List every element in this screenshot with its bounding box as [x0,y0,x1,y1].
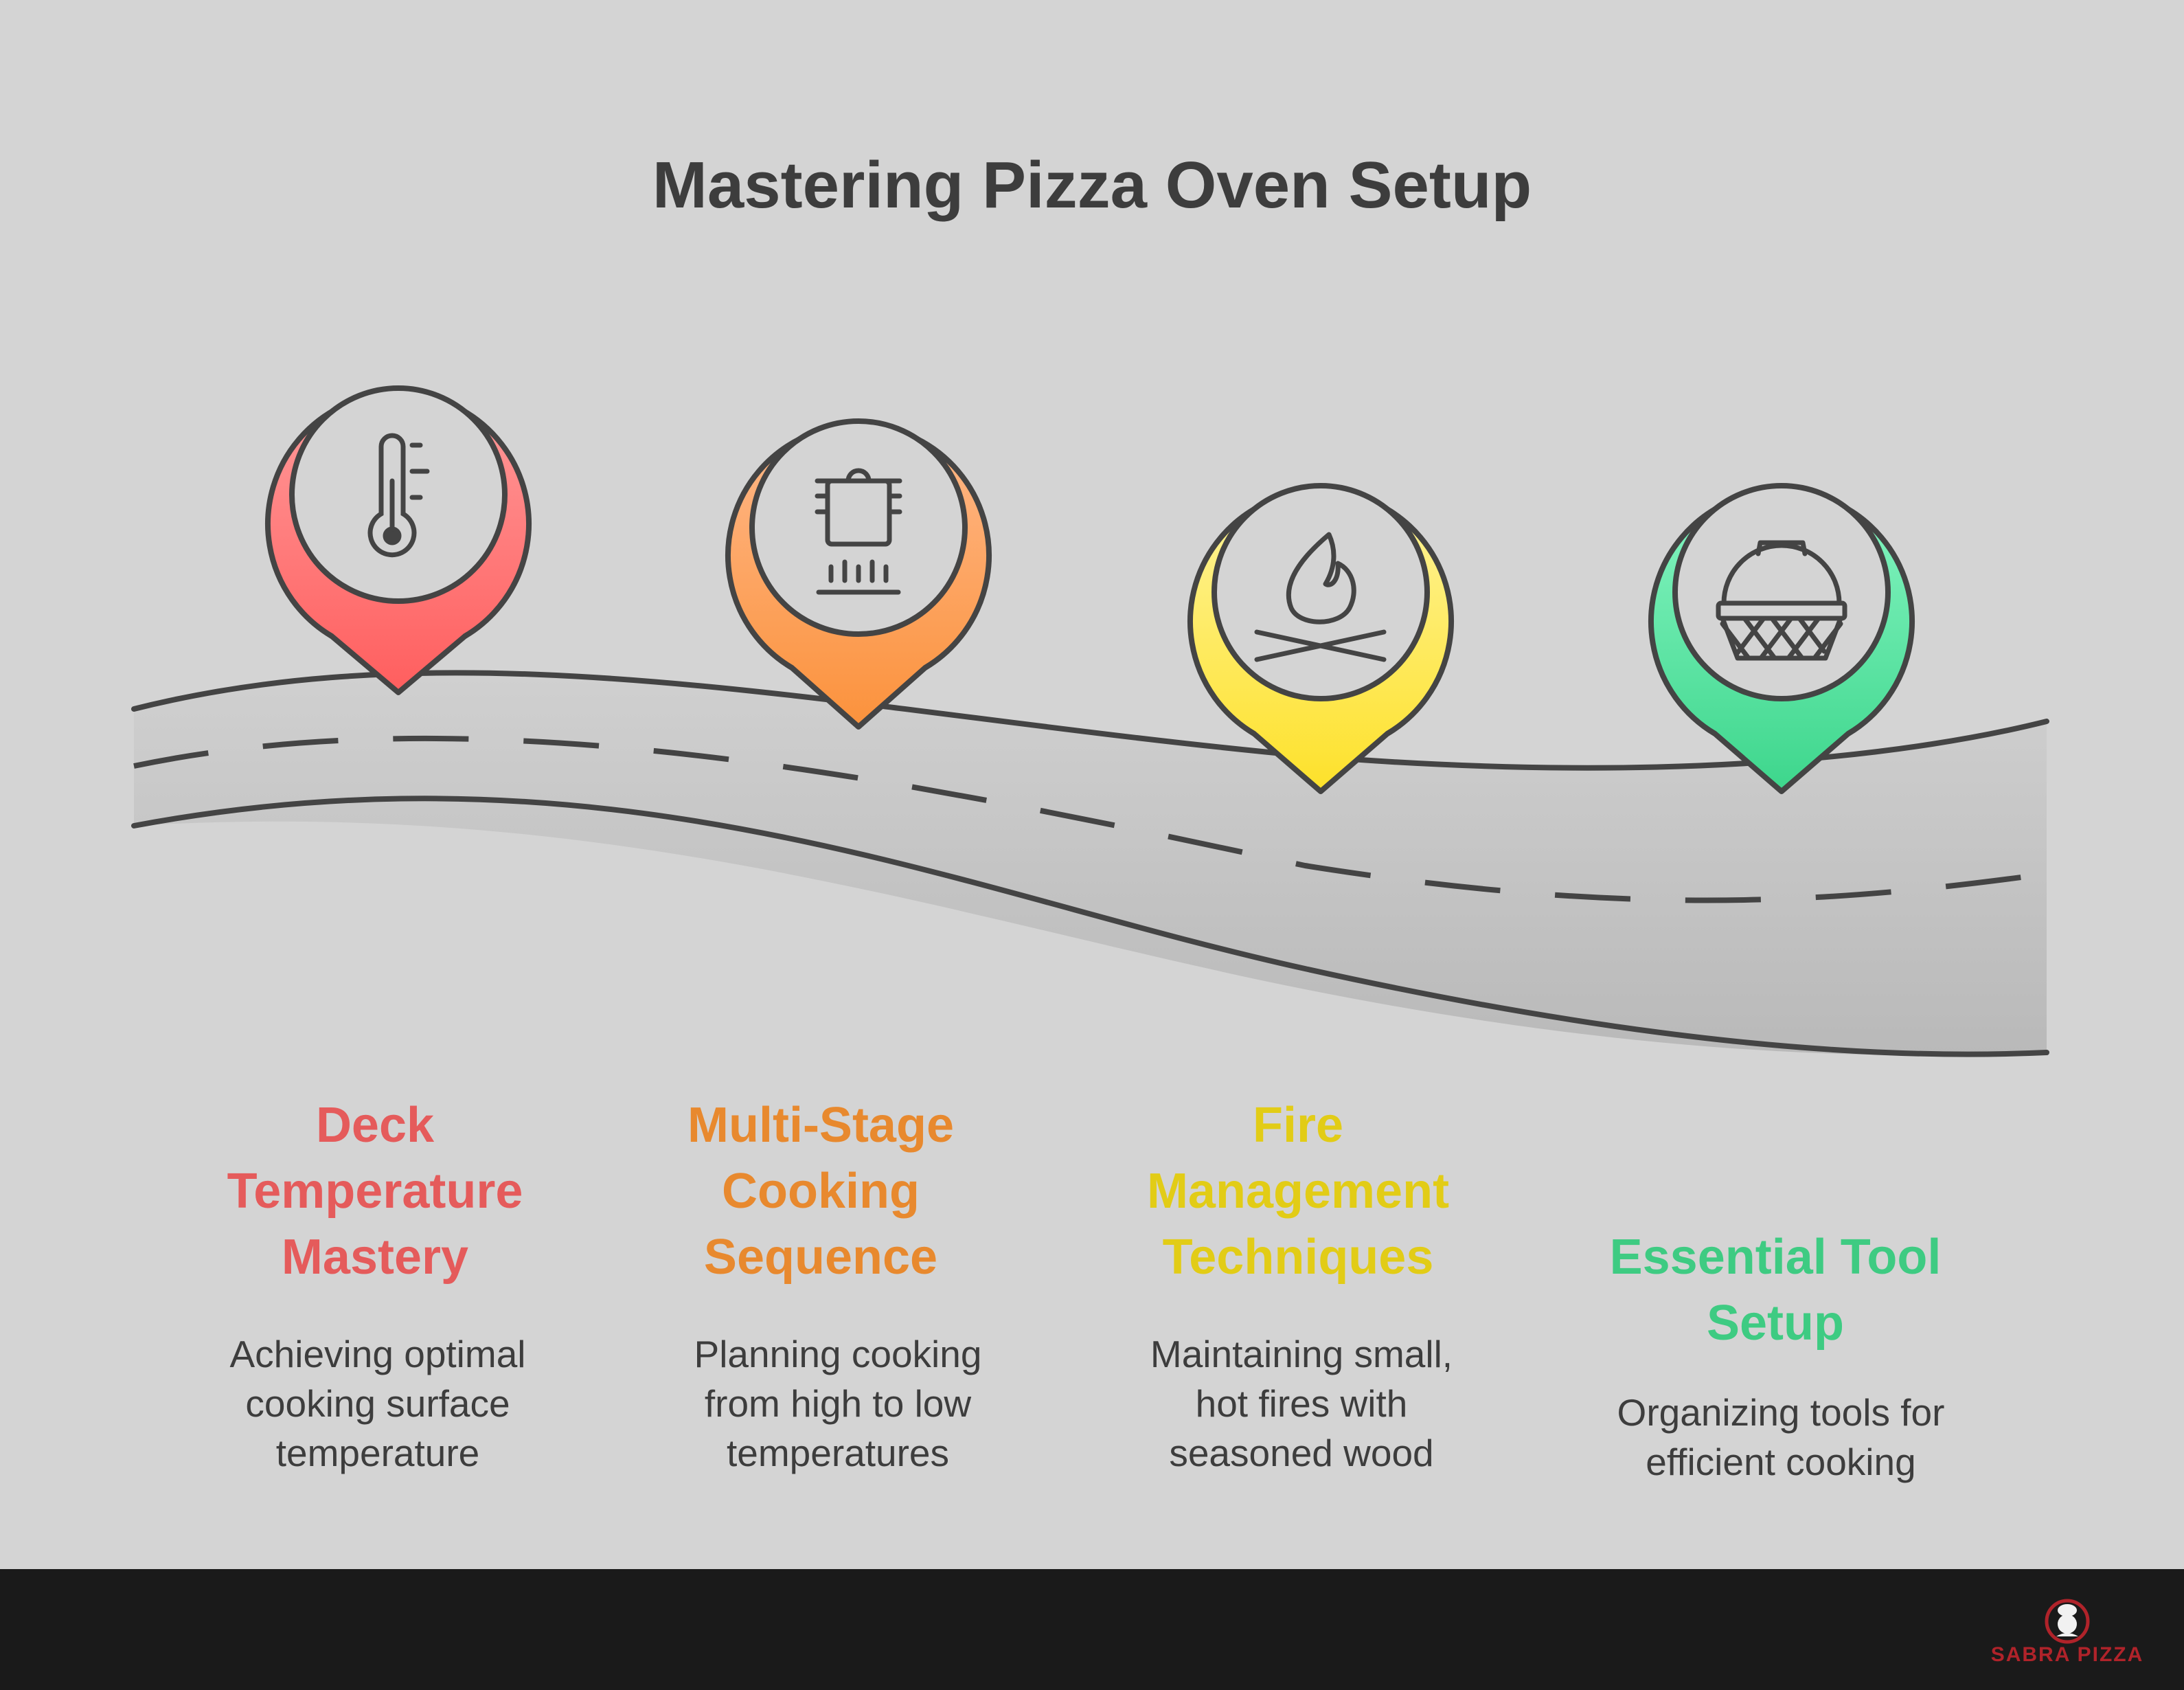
page-title: Mastering Pizza Oven Setup [652,148,1532,222]
step-4-description: Organizing tools for efficient cooking [1617,1391,1945,1483]
step-3-description: Maintaining small, hot fires with season… [1150,1333,1453,1474]
chef-logo-icon [2045,1599,2090,1644]
brand-logo: SABRA PIZZA [1971,1597,2163,1679]
footer-bar: SABRA PIZZA [0,1569,2184,1690]
step-1-description: Achieving optimal cooking surface temper… [229,1333,526,1474]
basket-icon [1716,540,1847,661]
cooking-pot-icon [815,468,902,595]
brand-name: SABRA PIZZA [1990,1643,2144,1666]
step-4-title: Essential Tool Setup [1609,1230,1942,1351]
road-diagram [131,385,2049,1057]
step-1-title: Deck Temperature Mastery [227,1098,523,1285]
thermometer-icon [367,433,430,558]
infographic-canvas: Mastering Pizza Oven Setup [0,0,2184,1569]
road-bottom-edge [131,796,2049,1057]
step-2-description: Planning cooking from high to low temper… [694,1333,982,1474]
step-2-title: Multi-Stage Cooking Sequence [687,1098,954,1285]
pin-fire-management [1187,483,1454,794]
campfire-icon [1254,532,1387,662]
road-top-edge [131,670,2049,771]
pin-deck-temperature [265,385,532,695]
pin-multi-stage-cooking [725,418,992,730]
pin-essential-tool [1648,483,1915,794]
step-3-title: Fire Management Techniques [1146,1098,1450,1285]
road-center-line [133,735,2047,903]
